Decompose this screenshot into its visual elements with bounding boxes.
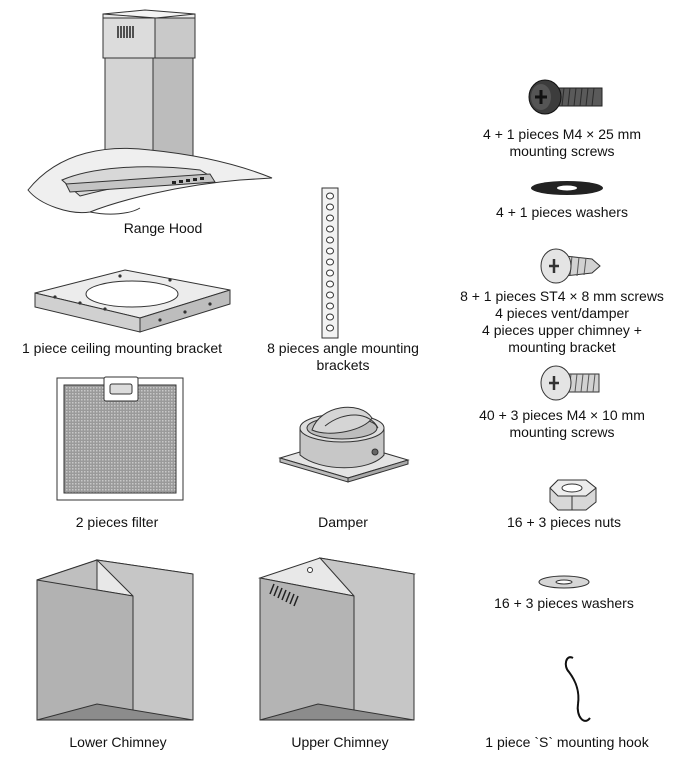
large-washer-icon	[538, 575, 590, 589]
m4-10-screw-icon	[540, 365, 600, 401]
upper-chimney-label: Upper Chimney	[291, 734, 389, 750]
m4-25-screw-icon	[528, 79, 603, 115]
ceiling-bracket-label: 1 piece ceiling mounting bracket	[21, 340, 223, 356]
angle-brackets-label-2: brackets	[316, 357, 370, 373]
m4-10-label-2: mounting screws	[509, 424, 615, 440]
s-hook-icon	[564, 656, 591, 722]
st4-8-screw-icon	[540, 248, 601, 284]
washers-small-label: 4 + 1 pieces washers	[496, 204, 628, 220]
m4-10-label-1: 40 + 3 pieces M4 × 10 mm	[479, 407, 645, 423]
m4-25-label-2: mounting screws	[509, 143, 615, 159]
st4-label-2: 4 pieces vent/damper	[495, 305, 629, 321]
hex-nut-icon	[549, 479, 597, 511]
st4-label-4: mounting bracket	[508, 339, 616, 355]
small-washer-icon	[531, 181, 603, 195]
filter-label: 2 pieces filter	[75, 514, 159, 530]
st4-label-1: 8 + 1 pieces ST4 × 8 mm screws	[460, 288, 664, 304]
m4-25-label-1: 4 + 1 pieces M4 × 25 mm	[483, 126, 641, 142]
washers-large-label: 16 + 3 pieces washers	[494, 595, 634, 611]
nuts-label: 16 + 3 pieces nuts	[506, 514, 622, 530]
lower-chimney-label: Lower Chimney	[69, 734, 167, 750]
st4-label-3: 4 pieces upper chimney +	[482, 322, 642, 338]
s-hook-label: 1 piece `S` mounting hook	[485, 734, 649, 750]
range-hood-label: Range Hood	[123, 220, 203, 236]
damper-label: Damper	[318, 514, 368, 530]
angle-brackets-label-1: 8 pieces angle mounting	[267, 340, 419, 356]
